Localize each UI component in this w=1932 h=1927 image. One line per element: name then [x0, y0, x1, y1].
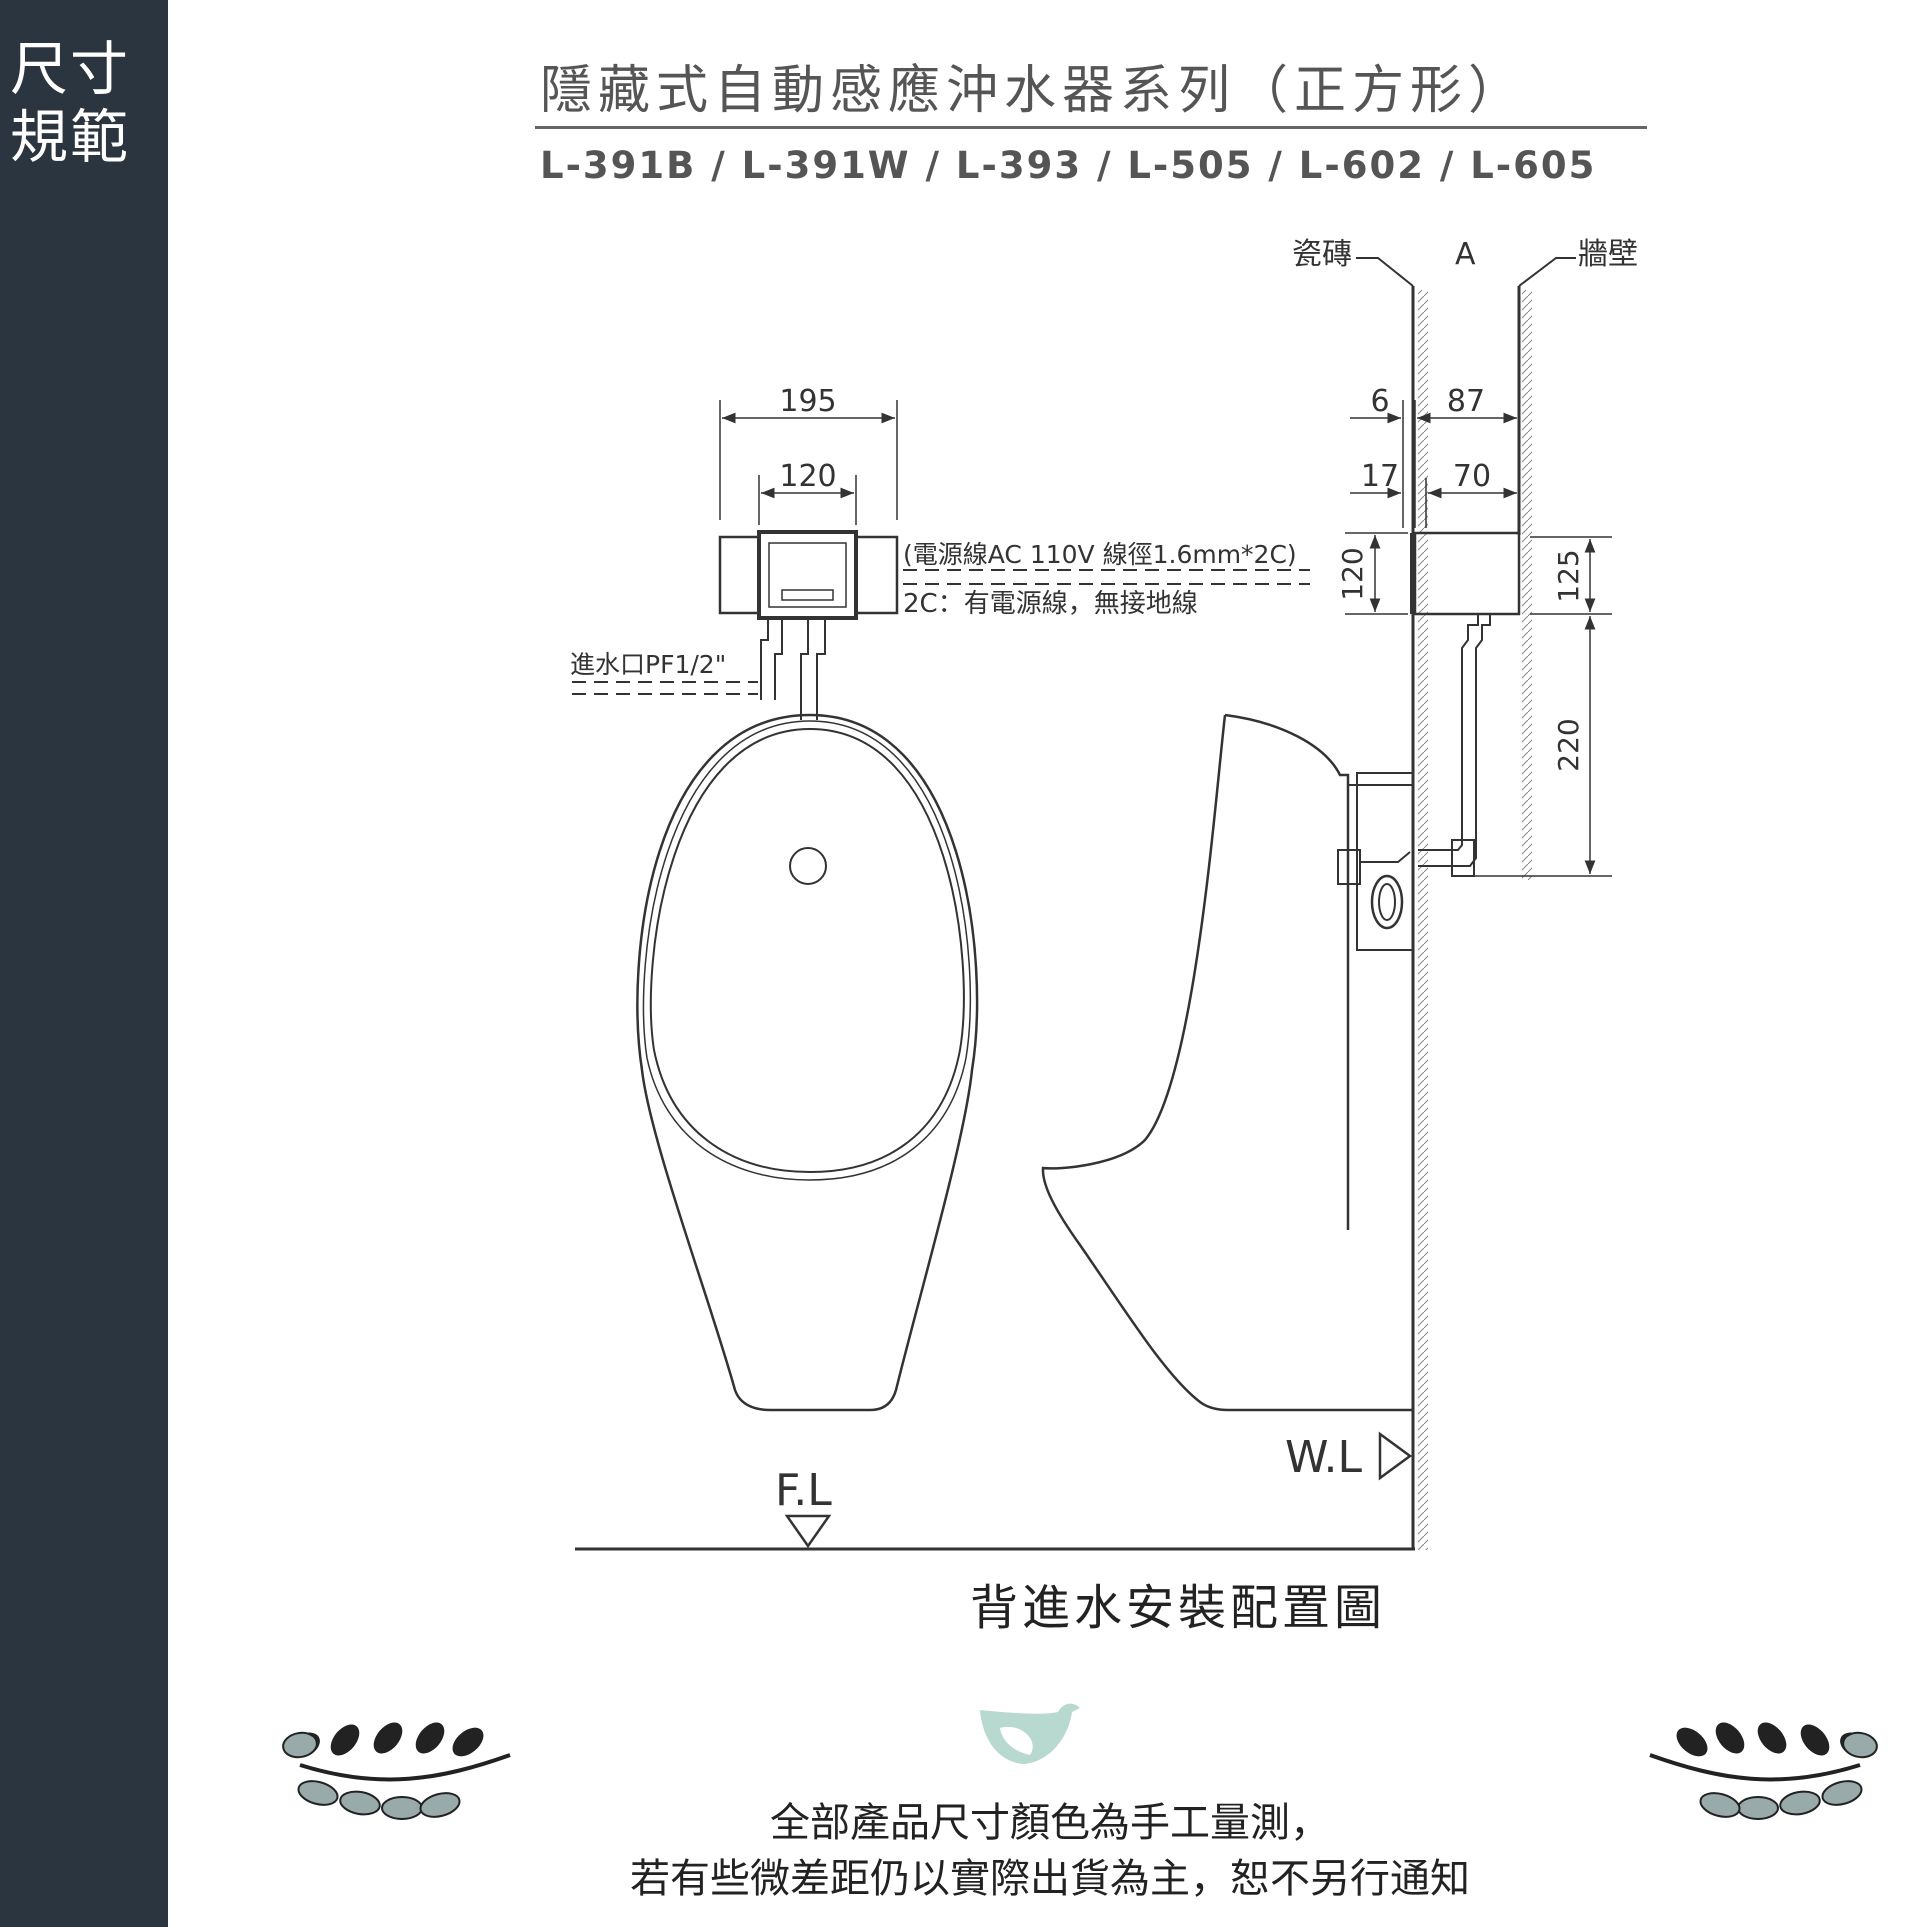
page-title: 隱藏式自動感應沖水器系列（正方形）: [540, 61, 1527, 121]
urinal-front-spreader: [789, 847, 827, 885]
urinal-side-body: [1041, 713, 1414, 1412]
wall-leader: [1518, 257, 1576, 287]
side-mount-top: [1347, 775, 1413, 786]
dim-offset: 17: [1361, 459, 1399, 494]
side-box: [1413, 531, 1521, 616]
label-power-note: 2C：有電源線，無接地線: [903, 589, 1198, 619]
label-inlet: 進水口PF1/2": [570, 650, 726, 679]
title-divider: [535, 126, 1647, 129]
notice-line2: 若有些微差距仍以實際出貨為主，恕不另行通知: [630, 1856, 1470, 1902]
diagram-caption: 背進水安裝配置圖: [970, 1580, 1387, 1636]
model-list: L-391B / L-391W / L-393 / L-505 / L-602 …: [540, 144, 1597, 187]
dim-side-height: 125: [1552, 549, 1585, 602]
side-hose-loop-outer: [1370, 874, 1404, 930]
floor-level-marker: [784, 1514, 832, 1549]
inlet-pipe-right: [800, 618, 826, 720]
label-wall: 牆壁: [1578, 237, 1638, 272]
tile-leader: [1356, 257, 1414, 287]
label-wall-level: W.L: [1285, 1432, 1362, 1483]
leaf-branch-right-icon: [1649, 1722, 1878, 1820]
dim-pipe-drop: 220: [1552, 718, 1585, 771]
bird-logo-icon: [980, 1703, 1080, 1764]
side-hose-loop-inner: [1378, 883, 1396, 921]
dim-tile-thickness: 6: [1370, 384, 1389, 419]
side-connector: [1337, 849, 1361, 885]
front-box-face: [757, 530, 858, 620]
wall-level-marker: [1378, 1431, 1413, 1481]
inlet-pipe-left: [760, 618, 783, 700]
side-pipe: [1418, 614, 1491, 867]
notice-line1: 全部產品尺寸顏色為手工量測，: [770, 1800, 1330, 1846]
dim-box-depth: 87: [1447, 384, 1485, 419]
dim-box-height: 120: [1336, 547, 1369, 600]
label-floor-level: F.L: [775, 1465, 832, 1516]
sidebar: 尺寸 規範: [0, 0, 168, 1927]
side-mount-bracket: [1356, 772, 1414, 951]
urinal-front-body: [636, 713, 979, 1412]
side-elbow: [1451, 839, 1475, 877]
wall-hatch: [1522, 290, 1532, 880]
dim-recess-depth: 70: [1453, 459, 1491, 494]
dim-box-face-width: 120: [779, 459, 836, 494]
dim-box-width: 195: [779, 384, 836, 419]
front-box-sensor: [781, 589, 834, 601]
sidebar-title-line1: 尺寸: [10, 35, 131, 103]
label-gap-a: A: [1455, 237, 1476, 272]
urinal-front-rim: [642, 720, 972, 1181]
sidebar-title-line2: 規範: [10, 103, 131, 171]
front-box-inner: [768, 542, 847, 608]
leaf-branch-left-icon: [282, 1722, 511, 1820]
label-tile: 瓷磚: [1292, 237, 1352, 272]
side-hose: [1360, 851, 1411, 863]
tile-hatch: [1418, 290, 1428, 1550]
urinal-front-bowl: [649, 727, 965, 1174]
label-power-line: (電源線AC 110V 線徑1.6mm*2C): [903, 540, 1297, 569]
